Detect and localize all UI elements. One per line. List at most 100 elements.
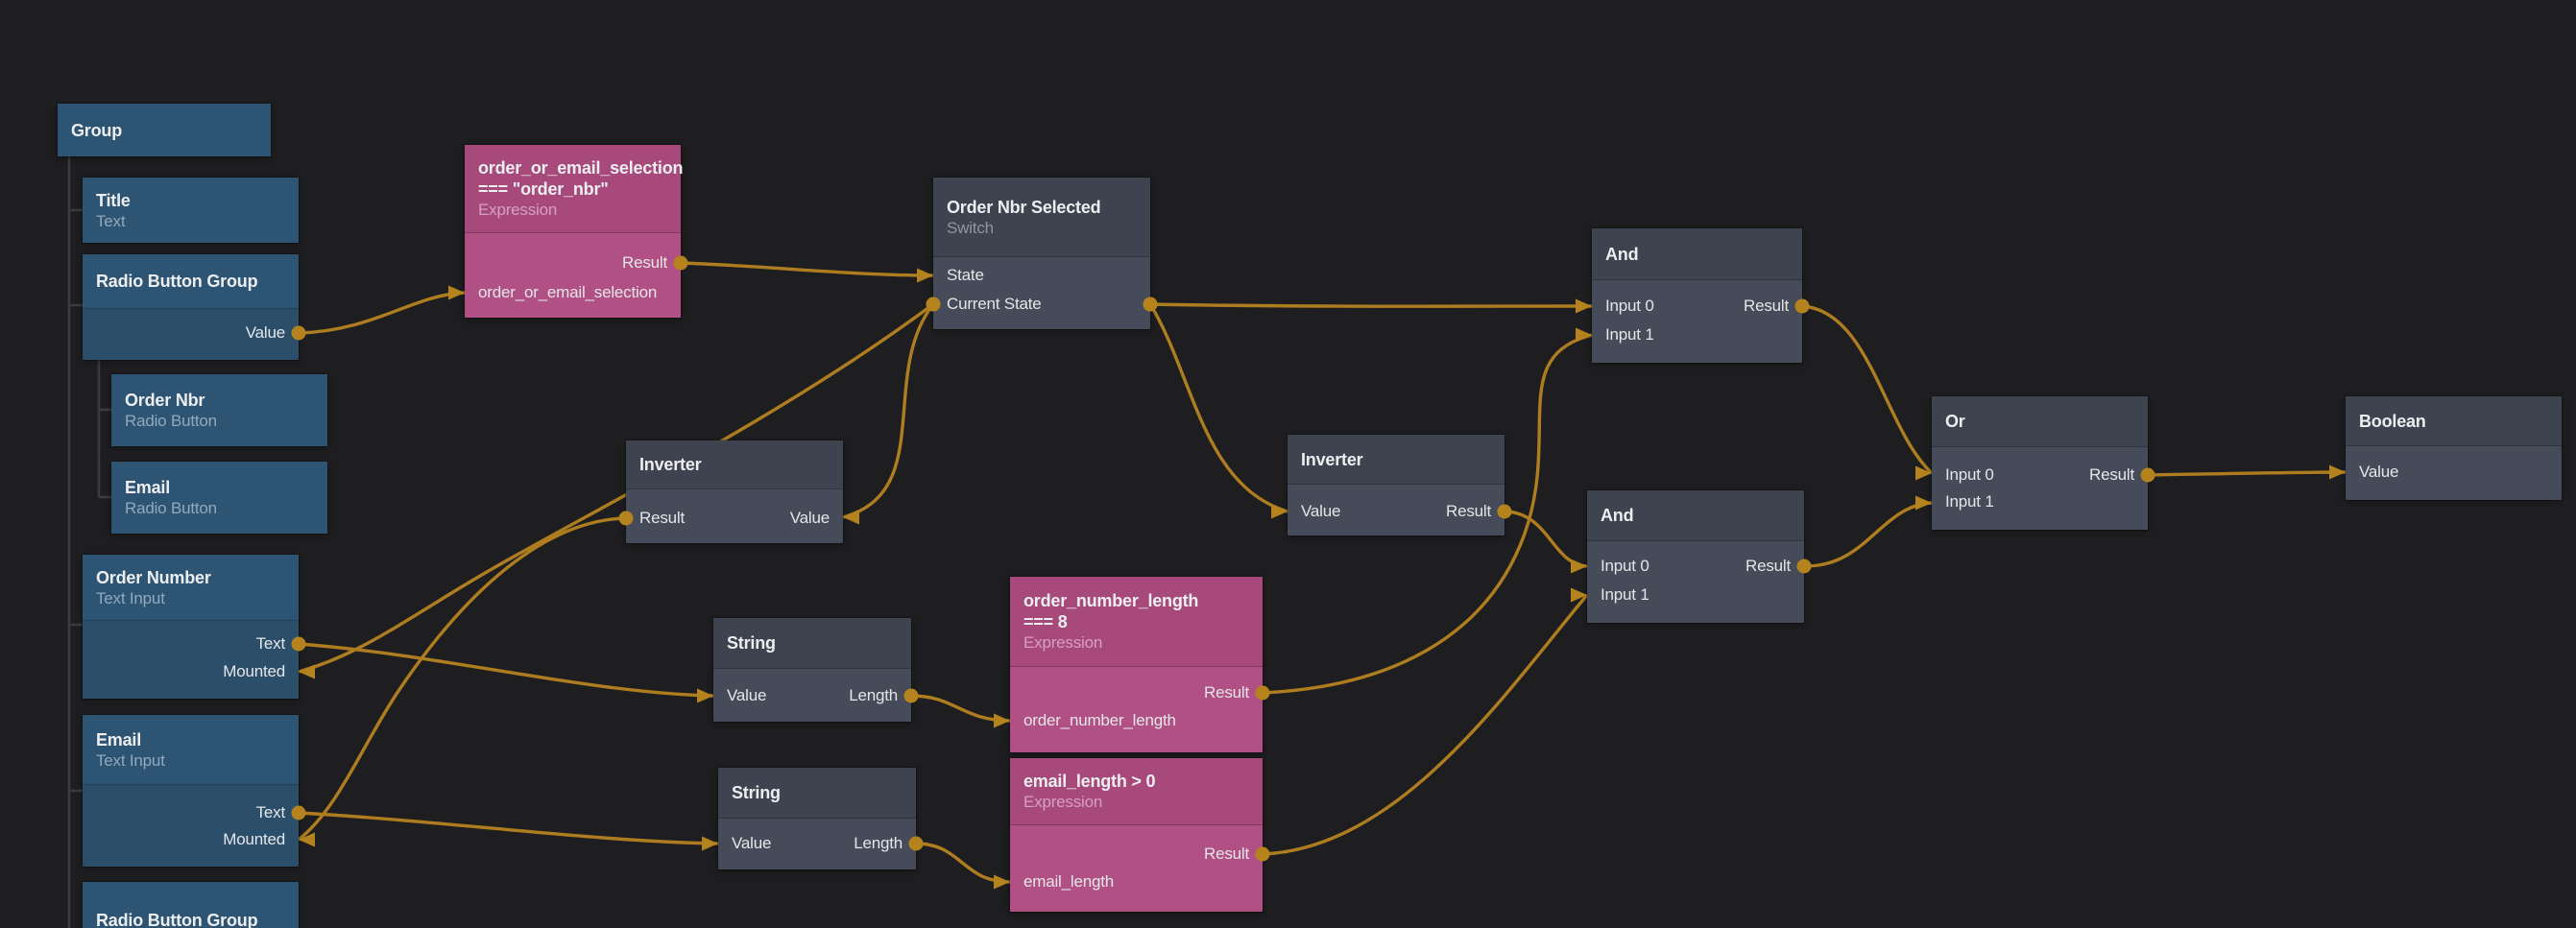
input-port-arrow-icon[interactable] bbox=[1576, 327, 1592, 343]
connection-inverter2result-to-and2input-0[interactable] bbox=[1504, 510, 1588, 568]
port-in-input-1[interactable]: Input 1 bbox=[1945, 492, 1994, 511]
port-out-result[interactable]: Result bbox=[1745, 557, 1791, 575]
port-in-input-0[interactable]: Input 0 bbox=[1945, 465, 1994, 484]
output-port-dot[interactable] bbox=[1794, 298, 1810, 314]
input-port-arrow-icon[interactable] bbox=[994, 874, 1010, 890]
connection-switchcurrent-state-to-and1input-0[interactable] bbox=[1149, 302, 1593, 308]
port-in-value[interactable]: Value bbox=[732, 834, 772, 852]
connection-switchcurrent-state-to-inverter2value[interactable] bbox=[1148, 303, 1288, 513]
port-in-input-1[interactable]: Input 1 bbox=[1601, 585, 1649, 604]
port-out-result[interactable]: Result bbox=[622, 253, 667, 272]
input-port-arrow-icon[interactable] bbox=[299, 832, 315, 847]
port-in-order_or_email_selection[interactable]: order_or_email_selection bbox=[478, 283, 658, 301]
output-port-dot[interactable] bbox=[1255, 685, 1270, 701]
connection-pink1result-to-switchstate[interactable] bbox=[680, 261, 934, 277]
port-out-result[interactable]: Result bbox=[2089, 465, 2134, 484]
output-port-dot[interactable] bbox=[1497, 504, 1512, 519]
input-port-arrow-icon[interactable] bbox=[917, 268, 933, 283]
output-port-dot[interactable] bbox=[673, 255, 688, 271]
output-port-dot[interactable] bbox=[618, 511, 634, 526]
port-out-result[interactable]: Result bbox=[1446, 502, 1491, 520]
output-port-dot[interactable] bbox=[903, 688, 919, 703]
input-port-arrow-icon[interactable] bbox=[994, 713, 1010, 728]
input-port-arrow-icon[interactable] bbox=[702, 836, 718, 851]
output-port-dot[interactable] bbox=[926, 297, 941, 312]
connection-email-inputtext-to-string2value[interactable] bbox=[298, 811, 719, 845]
output-port-dot[interactable] bbox=[291, 805, 306, 821]
input-port-arrow-icon[interactable] bbox=[448, 285, 465, 300]
port-out-value[interactable]: Value bbox=[245, 323, 285, 342]
connection-pink3result-to-and2input-1[interactable] bbox=[1262, 593, 1589, 856]
output-port-dot[interactable] bbox=[291, 325, 306, 341]
output-port-dot[interactable] bbox=[1796, 559, 1812, 574]
input-port-arrow-icon[interactable] bbox=[843, 510, 859, 525]
output-port-dot[interactable] bbox=[2140, 467, 2155, 483]
connection-pink2result-to-and1input-1[interactable] bbox=[1262, 333, 1593, 695]
port-in-value[interactable]: Value bbox=[789, 509, 830, 527]
port-in-input-0[interactable]: Input 0 bbox=[1605, 297, 1654, 315]
connection-and1result-to-orinput-0[interactable] bbox=[1801, 304, 1934, 475]
output-port-dot[interactable] bbox=[291, 636, 306, 652]
port-in-state[interactable]: State bbox=[947, 266, 984, 284]
port-in-value[interactable]: Value bbox=[727, 686, 767, 704]
node-rbg2[interactable]: Radio Button Group bbox=[83, 882, 299, 928]
connection-rbg1value-to-pink1order_or_email_selection[interactable] bbox=[298, 291, 466, 335]
connection-orresult-to-booleanvalue[interactable] bbox=[2147, 470, 2347, 477]
port-in-order_number_length[interactable]: order_number_length bbox=[1023, 711, 1176, 729]
port-in-value[interactable]: Value bbox=[1301, 502, 1341, 520]
port-out-result[interactable]: Result bbox=[639, 509, 685, 527]
input-port-arrow-icon[interactable] bbox=[1571, 559, 1587, 574]
input-port-arrow-icon[interactable] bbox=[1915, 465, 1932, 481]
port-out-current-state[interactable]: Current State bbox=[947, 295, 1042, 313]
connection-switchcurrent-state-to-order-numbermounted[interactable] bbox=[298, 302, 935, 674]
port-in-input-1[interactable]: Input 1 bbox=[1605, 325, 1654, 344]
input-port-arrow-icon[interactable] bbox=[1576, 298, 1592, 314]
connection-inverter1result-to-email-inputmounted[interactable] bbox=[297, 516, 627, 842]
port-in-mounted[interactable]: Mounted bbox=[223, 662, 285, 680]
output-port-dot[interactable] bbox=[1255, 846, 1270, 862]
input-port-arrow-icon[interactable] bbox=[1915, 495, 1932, 511]
port-out-result[interactable]: Result bbox=[1744, 297, 1789, 315]
output-port-dot[interactable] bbox=[908, 836, 924, 851]
node-pink1[interactable]: order_or_email_selection === "order_nbr"… bbox=[465, 145, 684, 318]
input-port-arrow-icon[interactable] bbox=[1571, 587, 1587, 603]
output-port-dot[interactable] bbox=[1143, 297, 1158, 312]
node-header: Radio Button Group bbox=[83, 254, 299, 309]
port-out-length[interactable]: Length bbox=[849, 686, 898, 704]
port-in-email_length[interactable]: email_length bbox=[1023, 872, 1114, 891]
port-out-text[interactable]: Text bbox=[255, 634, 286, 653]
port-out-length[interactable]: Length bbox=[854, 834, 903, 852]
port-out-result[interactable]: Result bbox=[1204, 845, 1249, 863]
input-port-arrow-icon[interactable] bbox=[299, 664, 315, 679]
input-port-arrow-icon[interactable] bbox=[1271, 504, 1288, 519]
connection-order-numbertext-to-string1value[interactable] bbox=[298, 642, 714, 698]
connection-and2result-to-orinput-1[interactable] bbox=[1803, 501, 1933, 568]
input-port-arrow-icon[interactable] bbox=[2329, 464, 2346, 480]
port-in-input-0[interactable]: Input 0 bbox=[1601, 557, 1649, 575]
connection-switchcurrent-state-to-inverter1value[interactable] bbox=[842, 302, 935, 519]
port-out-result[interactable]: Result bbox=[1204, 683, 1249, 702]
port-out-text[interactable]: Text bbox=[255, 803, 286, 821]
node-group[interactable]: Group bbox=[58, 104, 271, 156]
input-port-arrow-icon[interactable] bbox=[697, 688, 713, 703]
port-in-mounted[interactable]: Mounted bbox=[223, 830, 285, 848]
port-in-value[interactable]: Value bbox=[2359, 463, 2399, 481]
